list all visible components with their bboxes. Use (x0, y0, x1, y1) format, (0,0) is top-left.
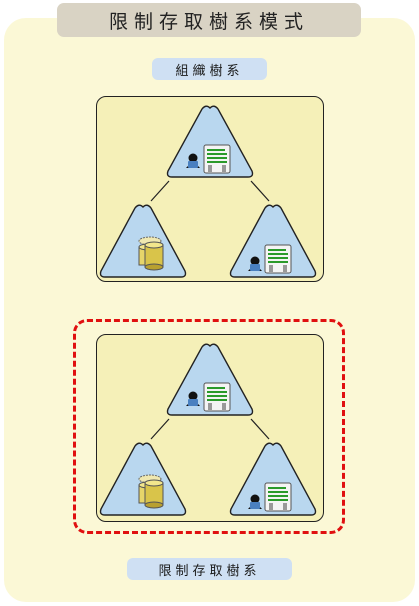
user-icon (186, 391, 200, 406)
restricted-forest-tree (99, 343, 317, 516)
user-icon (186, 153, 200, 168)
domain-triangle-top (166, 343, 254, 416)
database-icon (138, 236, 164, 271)
database-icon (138, 474, 164, 509)
domain-triangle-left (99, 442, 187, 516)
restricted-forest-box (96, 334, 324, 522)
page-title: 限制存取樹系模式 (57, 3, 361, 37)
domain-triangle-right (229, 204, 317, 278)
organization-forest-label: 組織樹系 (152, 58, 267, 80)
domain-triangle-left (99, 204, 187, 278)
restricted-forest-label: 限制存取樹系 (127, 558, 292, 580)
document-icon (203, 144, 231, 174)
organization-forest-box (96, 96, 324, 282)
user-icon (248, 256, 262, 271)
document-icon (264, 244, 292, 274)
restricted-forest-highlight (73, 319, 345, 534)
document-icon (203, 382, 231, 412)
user-icon (248, 494, 262, 509)
organization-forest-tree (99, 105, 317, 278)
domain-triangle-right (229, 442, 317, 516)
domain-triangle-top (166, 105, 254, 178)
document-icon (264, 482, 292, 512)
